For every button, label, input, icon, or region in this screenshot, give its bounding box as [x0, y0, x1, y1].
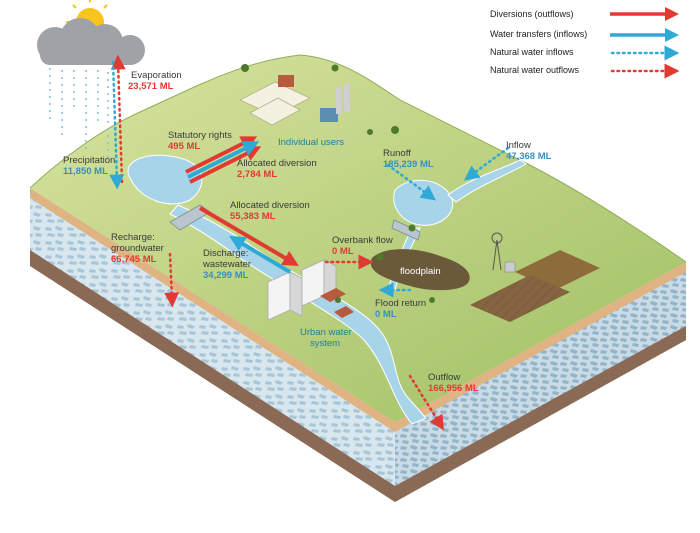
recharge-value: 66,745 ML: [111, 254, 157, 265]
discharge-label-1: Discharge:: [203, 248, 249, 259]
rain-drops: [49, 68, 109, 160]
flood-return-label: Flood return: [375, 298, 427, 309]
runoff-label: Runoff: [383, 148, 411, 159]
precipitation-arrow: [109, 60, 125, 190]
discharge-wastewater-arrow: [229, 235, 292, 274]
inflow-arrow: [463, 146, 510, 181]
water-tank-icon: [504, 261, 516, 273]
urban-water-label-2: system: [310, 338, 341, 349]
legend-transfers-label: Water transfers (inflows): [490, 29, 588, 39]
precipitation-value: 11,850 ML: [63, 166, 108, 177]
discharge-value: 34,299 ML: [203, 270, 249, 281]
legend-diversions-label: Diversions (outflows): [490, 9, 574, 19]
individual-users-label: Individual users: [278, 137, 345, 148]
urban-buildings-icon: [267, 259, 354, 321]
urban-water-label-1: Urban water: [300, 327, 352, 338]
inflow-value: 47,368 ML: [506, 151, 552, 162]
allocated-diversion-1-label: Allocated diversion: [237, 158, 317, 169]
evaporation-arrow: [110, 54, 126, 184]
trees: [241, 64, 435, 303]
inflow-label: Inflow: [506, 140, 531, 151]
legend-swatches: [610, 7, 680, 79]
statutory-rights-value: 495 ML: [168, 141, 201, 152]
individual-users-inflow-arrow: [187, 141, 260, 179]
outflow-arrow: [408, 374, 444, 431]
discharge-label-2: wastewater: [203, 259, 252, 270]
crop-fields: [470, 250, 600, 322]
precipitation-label: Precipitation: [63, 155, 116, 166]
allocated-diversion-2-value: 55,383 ML: [230, 211, 276, 222]
outflow-label: Outflow: [428, 372, 461, 383]
evaporation-value: 23,571 ML: [128, 81, 174, 92]
allocated-diversion-2-label: Allocated diversion: [230, 200, 310, 211]
flood-return-value: 0 ML: [375, 309, 397, 320]
runoff-value: 185,239 ML: [383, 159, 434, 170]
statutory-rights-label: Statutory rights: [168, 130, 232, 141]
legend-natural-inflows-label: Natural water inflows: [490, 47, 574, 57]
runoff-arrow: [386, 163, 437, 201]
floodplain-area: [370, 249, 470, 291]
natural-flow-arrows: [109, 54, 510, 431]
allocated-diversion-1-value: 2,784 ML: [237, 169, 278, 180]
windmill-icon: [491, 232, 503, 271]
transfer-arrows: [187, 141, 292, 274]
recharge-label-2: groundwater: [111, 243, 164, 254]
farm-icon: [239, 75, 350, 126]
overbank-label: Overbank flow: [332, 235, 393, 246]
recharge-label-1: Recharge:: [111, 232, 155, 243]
allocated-diversion-arrow-2: [198, 206, 299, 267]
statutory-rights-arrow: [185, 136, 258, 174]
overbank-value: 0 ML: [332, 246, 354, 257]
recharge-arrow: [164, 252, 180, 308]
outflow-value: 166,956 ML: [428, 383, 479, 394]
cloud-icon: [37, 18, 145, 65]
evaporation-label: Evaporation: [131, 70, 182, 81]
legend-natural-outflows-label: Natural water outflows: [490, 65, 580, 75]
floodplain-label: floodplain: [400, 266, 441, 277]
terrain-block: [29, 54, 687, 502]
